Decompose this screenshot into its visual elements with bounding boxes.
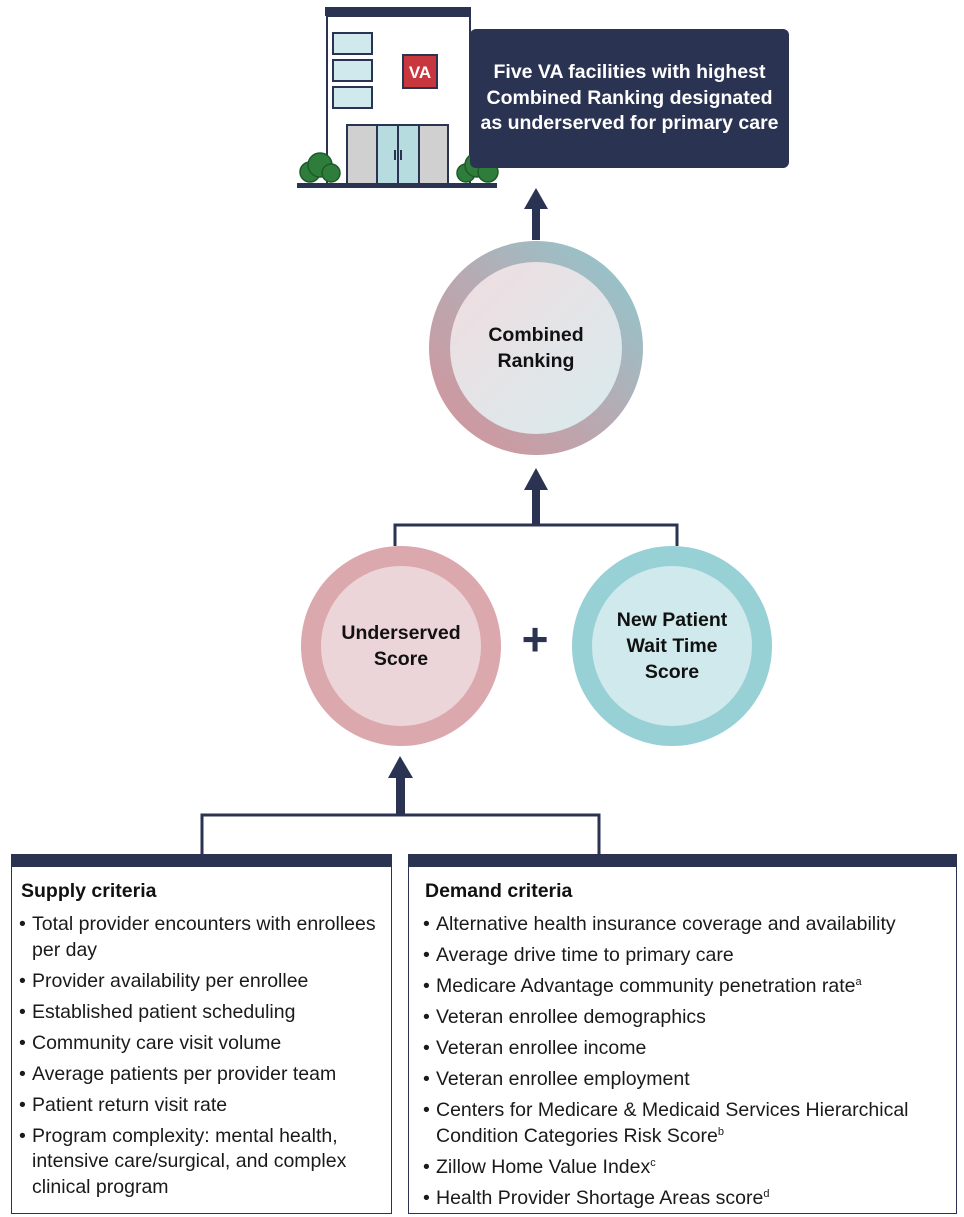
supply-criteria-list: Total provider encounters with enrollees… xyxy=(19,912,379,1206)
supply-criteria-item: Average patients per provider team xyxy=(19,1062,379,1088)
facilities-callout-text: Five VA facilities with highest Combined… xyxy=(480,61,779,135)
arrow-up-to-underserved xyxy=(388,756,413,815)
demand-criteria-item: Veteran enrollee income xyxy=(423,1036,953,1062)
supply-criteria-item: Established patient scheduling xyxy=(19,1000,379,1026)
supply-criteria-item: Total provider encounters with enrollees… xyxy=(19,912,379,963)
merge-connector-top xyxy=(393,523,679,546)
arrow-up-to-facilities xyxy=(524,188,548,240)
demand-criteria-item: Medicare Advantage community penetration… xyxy=(423,974,953,1000)
combined-ranking-label: Combined Ranking xyxy=(488,324,584,372)
demand-criteria-item: Average drive time to primary care xyxy=(423,943,953,969)
demand-criteria-title: Demand criteria xyxy=(425,880,573,902)
ground-line xyxy=(297,183,497,188)
demand-criteria-list: Alternative health insurance coverage an… xyxy=(423,912,953,1217)
supply-criteria-item: Provider availability per enrollee xyxy=(19,969,379,995)
demand-criteria-item: Centers for Medicare & Medicaid Services… xyxy=(423,1098,953,1149)
demand-criteria-item: Zillow Home Value Indexc xyxy=(423,1155,953,1181)
arrow-up-to-combined xyxy=(524,468,548,526)
wait-time-score-label: New Patient Wait Time Score xyxy=(616,609,728,683)
demand-criteria-item: Alternative health insurance coverage an… xyxy=(423,912,953,938)
supply-criteria-item: Community care visit volume xyxy=(19,1031,379,1057)
supply-criteria-title: Supply criteria xyxy=(21,880,157,902)
combined-ranking-fill xyxy=(450,262,622,434)
facilities-callout: Five VA facilities with highest Combined… xyxy=(470,29,789,168)
merge-connector-bottom xyxy=(200,813,601,856)
supply-criteria-box: Supply criteria Total provider encounter… xyxy=(11,854,392,1214)
demand-criteria-item: Health Provider Shortage Areas scored xyxy=(423,1186,953,1212)
footnote-d: d xyxy=(763,1187,770,1200)
demand-criteria-item: Veteran enrollee employment xyxy=(423,1067,953,1093)
wait-time-score-fill xyxy=(592,566,752,726)
demand-criteria-item: Veteran enrollee demographics xyxy=(423,1005,953,1031)
demand-criteria-box: Demand criteria Alternative health insur… xyxy=(408,854,957,1214)
footnote-c: c xyxy=(650,1156,656,1169)
supply-criteria-item: Program complexity: mental health, inten… xyxy=(19,1124,379,1201)
bush-left-icon xyxy=(299,152,341,183)
footnote-b: b xyxy=(717,1125,724,1138)
underserved-score-fill xyxy=(321,566,481,726)
footnote-a: a xyxy=(855,976,862,988)
plus-operator: + xyxy=(521,613,549,665)
va-sign: VA xyxy=(409,63,431,82)
va-building-icon xyxy=(325,7,471,186)
underserved-score-label: Underserved Score xyxy=(341,622,461,670)
supply-criteria-item: Patient return visit rate xyxy=(19,1093,379,1119)
